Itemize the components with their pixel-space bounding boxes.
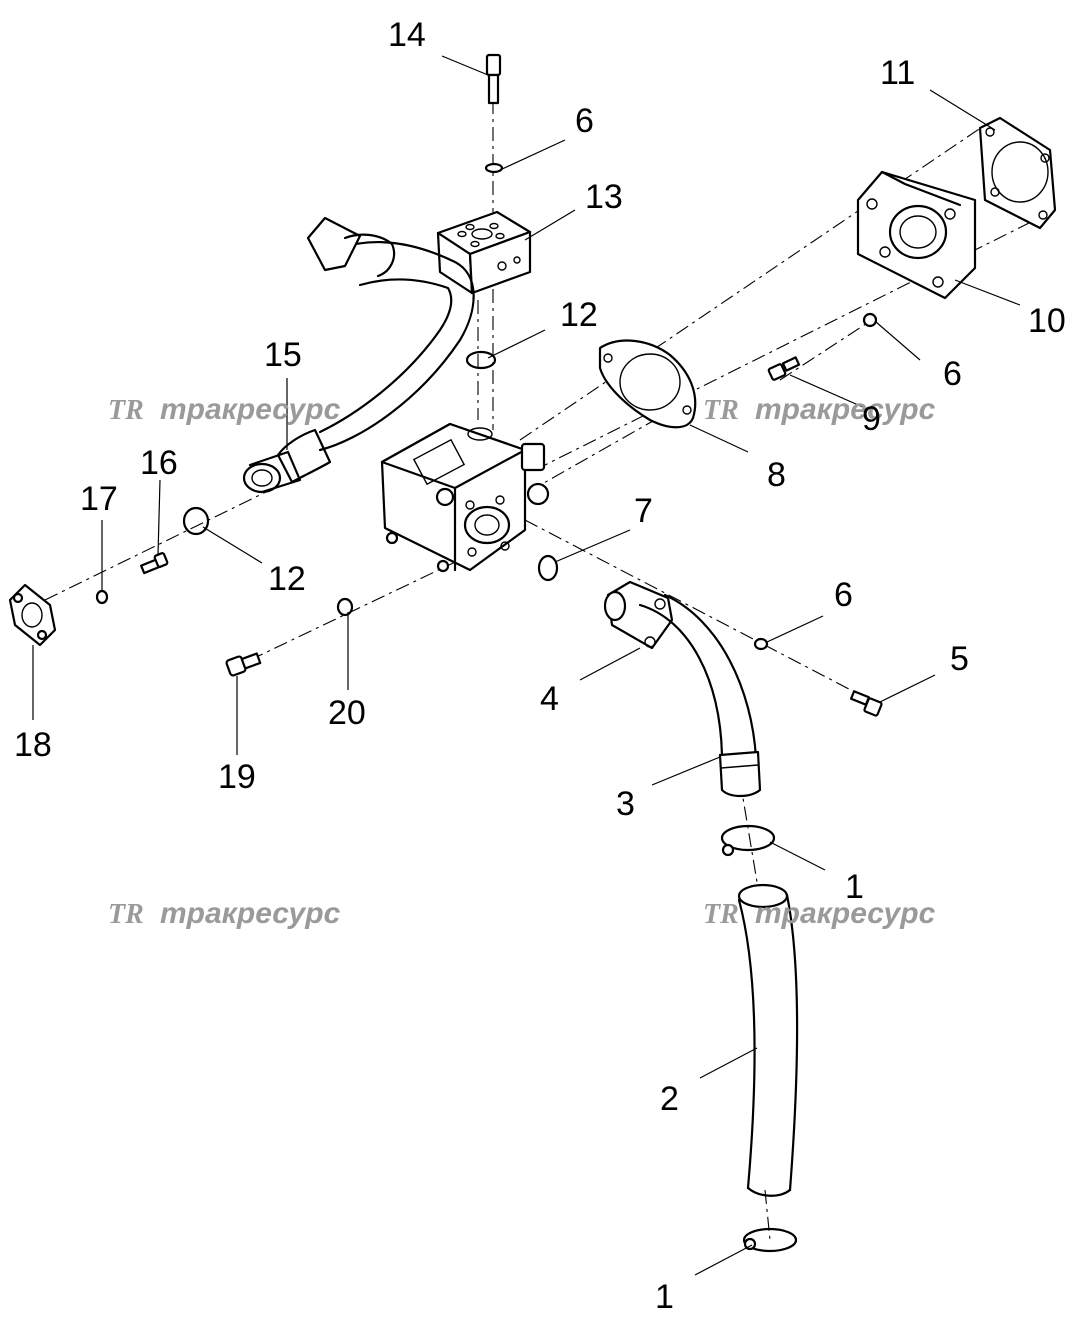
hydraulic-pump <box>380 422 550 573</box>
flange-fitting-4 <box>603 580 674 650</box>
washer-6-right <box>862 312 878 328</box>
leader-lines <box>32 55 1021 1276</box>
callout-2: 2 <box>660 1080 679 1118</box>
callout-8: 8 <box>767 456 786 494</box>
svg-text:тракресурс: тракресурс <box>160 897 341 930</box>
callout-4: 4 <box>540 680 559 718</box>
assembly-axes <box>44 100 1036 1241</box>
callout-1-upper: 1 <box>845 868 864 906</box>
o-ring-12-upper <box>465 350 497 370</box>
hose-clamp-1-lower <box>742 1227 798 1253</box>
svg-text:TR: TR <box>703 395 739 426</box>
callout-13: 13 <box>585 178 623 216</box>
split-flange-18 <box>8 583 57 647</box>
callout-1-lower: 1 <box>655 1278 674 1316</box>
bolt-5 <box>849 690 883 717</box>
manifold-block-13 <box>436 210 532 295</box>
callout-11: 11 <box>880 54 915 92</box>
callout-17: 17 <box>80 480 118 518</box>
callout-7: 7 <box>634 492 653 530</box>
bolt-9 <box>767 356 801 381</box>
o-ring-7 <box>537 554 559 582</box>
gasket-8 <box>598 339 697 429</box>
svg-text:тракресурс: тракресурс <box>755 897 936 930</box>
watermark-top-left: TR тракресурс <box>108 393 341 426</box>
callout-5: 5 <box>950 640 969 678</box>
bolt-16 <box>140 552 169 575</box>
callout-18: 18 <box>14 726 52 764</box>
callout-10: 10 <box>1028 302 1066 340</box>
washer-6-lower <box>753 637 769 651</box>
watermark-bottom-left: TR тракресурс <box>108 897 341 930</box>
callout-19: 19 <box>218 758 256 796</box>
washer-20 <box>336 597 354 617</box>
watermark-bottom-right: TR тракресурс <box>703 897 936 930</box>
callout-3: 3 <box>616 785 635 823</box>
callout-12-lower: 12 <box>268 560 306 598</box>
washer-6-top <box>484 162 504 174</box>
svg-text:TR: TR <box>108 395 144 426</box>
hose-2 <box>737 883 799 1197</box>
callout-labels: 14 6 13 11 10 6 9 8 12 15 16 17 12 7 6 5… <box>14 16 1066 1316</box>
adapter-flange-10 <box>856 170 977 300</box>
callout-16: 16 <box>140 444 178 482</box>
hose-clamp-1-upper <box>720 824 776 857</box>
svg-text:TR: TR <box>703 899 739 930</box>
flat-gasket-11 <box>978 116 1057 230</box>
callout-9: 9 <box>862 400 881 438</box>
svg-text:тракресурс: тракресурс <box>160 393 341 426</box>
svg-text:TR: TR <box>108 899 144 930</box>
watermark-top-right: TR тракресурс <box>703 393 936 426</box>
bolt-19 <box>225 652 262 677</box>
callout-14: 14 <box>388 16 426 54</box>
callout-6-lower: 6 <box>834 576 853 614</box>
callout-6-right: 6 <box>943 355 962 393</box>
callout-6-top: 6 <box>575 102 594 140</box>
o-ring-12-lower <box>182 506 210 536</box>
elbow-tube-3 <box>638 593 762 798</box>
hose-assembly-15 <box>242 216 475 494</box>
washer-17 <box>95 589 109 605</box>
callout-20: 20 <box>328 694 366 732</box>
bolt-14 <box>485 53 502 105</box>
callout-12-upper: 12 <box>560 296 598 334</box>
callout-15: 15 <box>264 336 302 374</box>
svg-text:тракресурс: тракресурс <box>755 393 936 426</box>
